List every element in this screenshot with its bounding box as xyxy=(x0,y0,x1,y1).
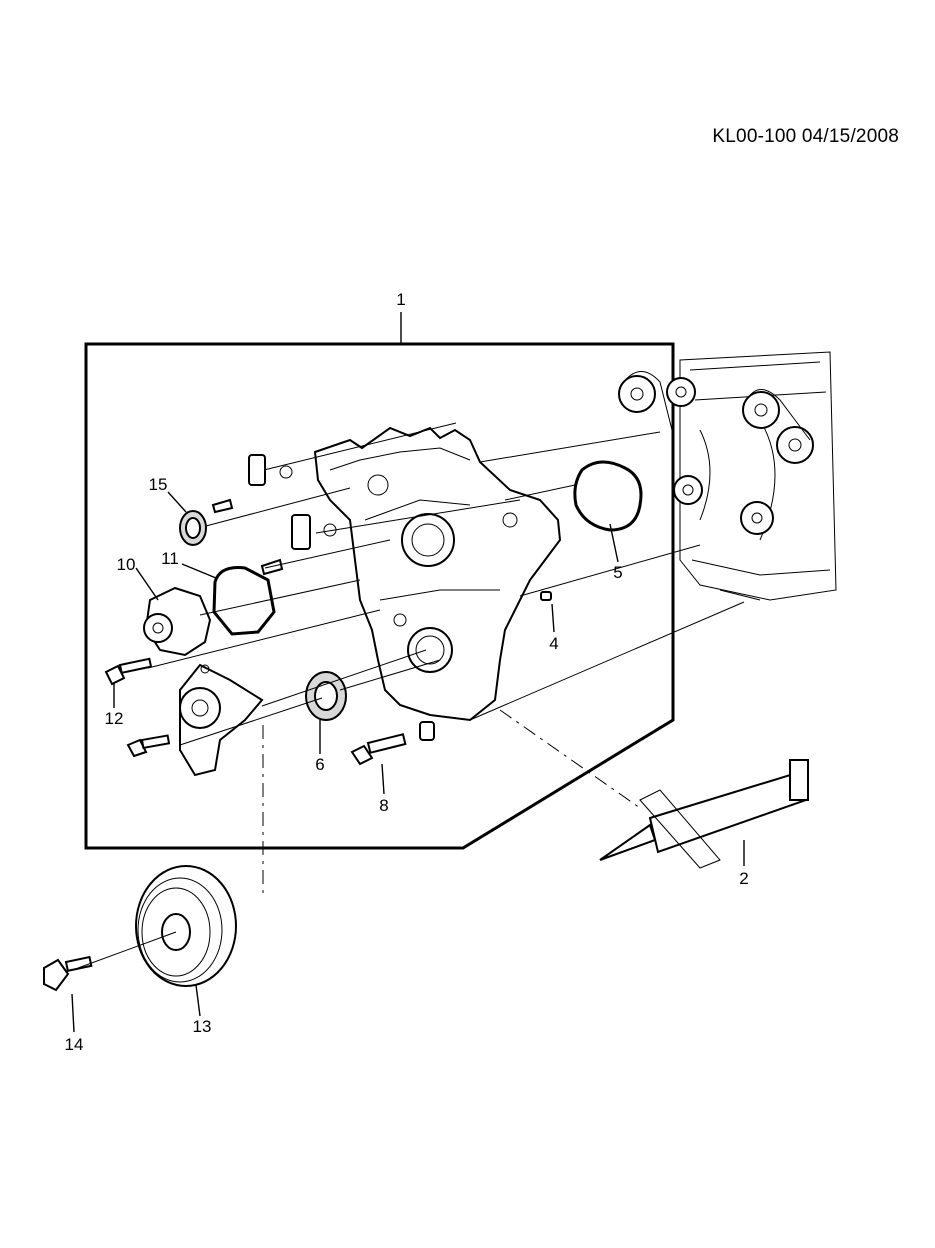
part-13-crank-pulley xyxy=(135,865,237,987)
cam-sprocket xyxy=(618,375,656,413)
part-8-bolt xyxy=(350,721,435,766)
sensor xyxy=(260,514,337,576)
callout-15: 15 xyxy=(149,475,168,494)
callout-13: 13 xyxy=(193,1017,212,1036)
part-10-water-pump xyxy=(143,586,212,657)
engine-block xyxy=(618,351,837,601)
cam-sprocket xyxy=(666,377,696,407)
part-2-sealant-tube xyxy=(599,759,809,869)
engine-front-cover xyxy=(313,426,562,722)
callout-10: 10 xyxy=(117,555,136,574)
cam-sprocket xyxy=(776,426,814,464)
belt-tensioner xyxy=(179,663,264,777)
part-6-crank-seal xyxy=(305,671,347,721)
part-14-crank-bolt xyxy=(43,955,93,992)
sensor xyxy=(211,454,293,514)
part-11-gasket xyxy=(212,566,276,636)
callout-11: 11 xyxy=(161,549,179,568)
callout-8: 8 xyxy=(379,796,388,815)
callout-2: 2 xyxy=(739,869,748,888)
callout-6: 6 xyxy=(315,755,324,774)
part-12-bolt xyxy=(104,657,153,686)
kit-frame xyxy=(84,342,675,850)
cam-sprocket xyxy=(740,501,774,535)
part-4-dowel xyxy=(540,591,552,601)
callout-1: 1 xyxy=(396,290,405,309)
cam-sprocket xyxy=(742,391,780,429)
callout-4: 4 xyxy=(549,634,558,653)
callout-5: 5 xyxy=(613,563,622,582)
diagram-reference-code: KL00-100 04/15/2008 xyxy=(712,126,899,147)
cam-sprocket xyxy=(673,475,703,505)
part-5-gasket xyxy=(573,460,643,532)
tensioner-bolt xyxy=(126,734,171,758)
part-15-seal xyxy=(179,510,207,546)
callout-14: 14 xyxy=(65,1035,84,1054)
callout-12: 12 xyxy=(105,709,124,728)
